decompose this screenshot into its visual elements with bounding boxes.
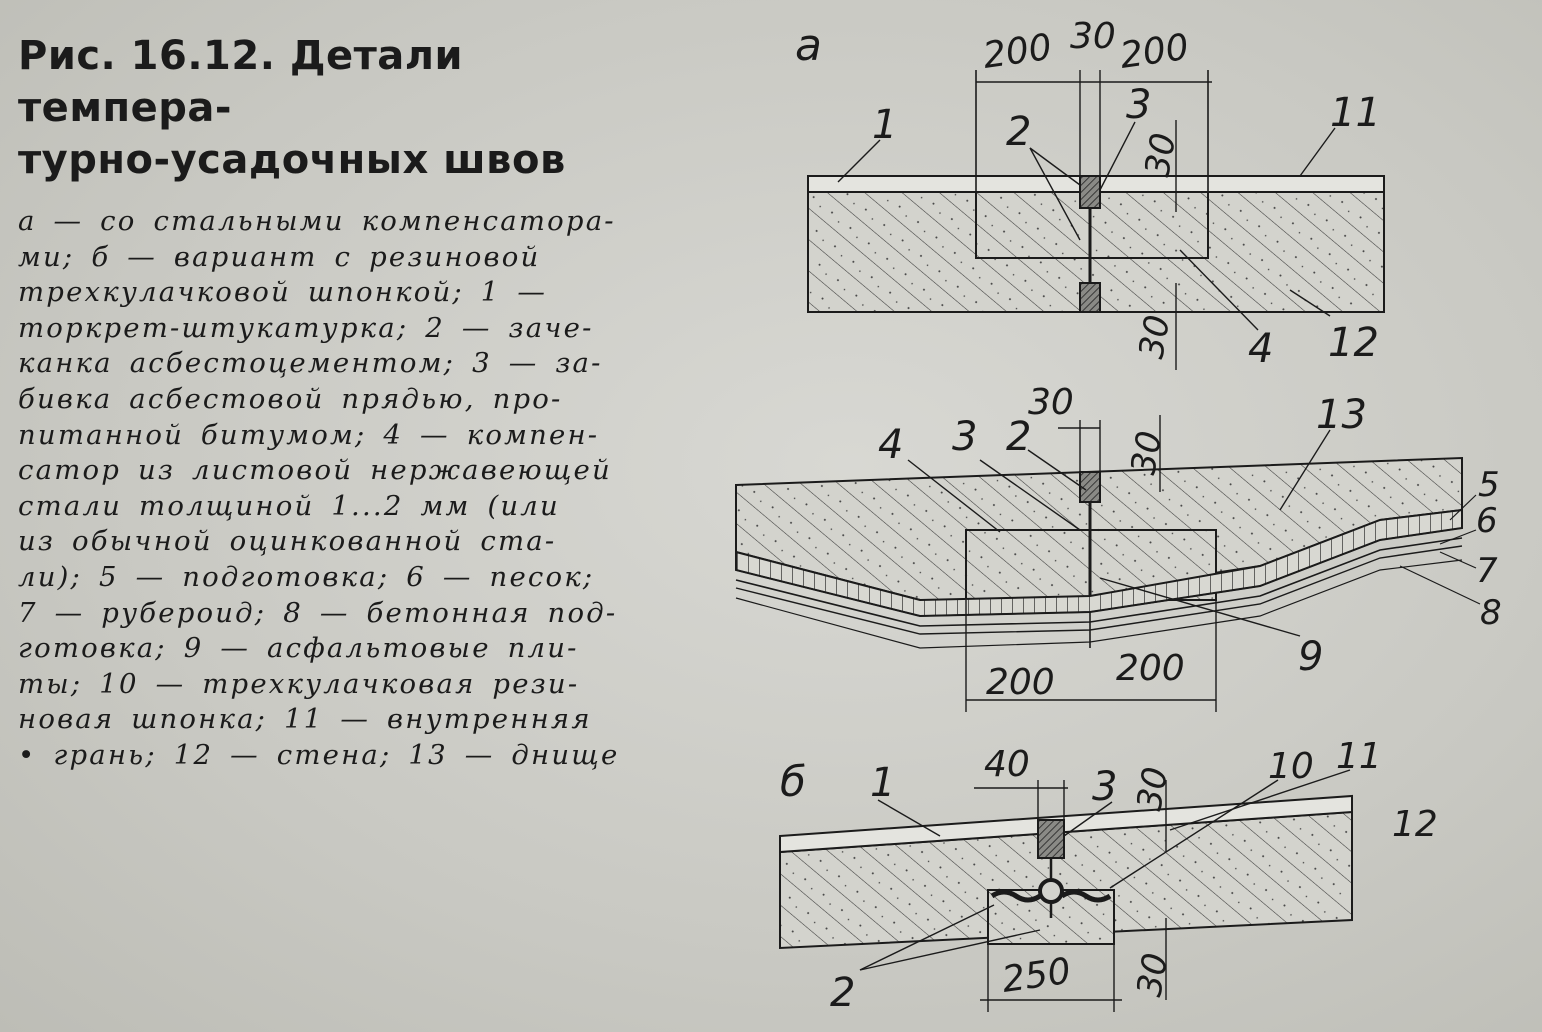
joint-fill-bottom xyxy=(1079,282,1101,313)
dim-a-200-left: 200 xyxy=(981,27,1055,77)
callout-b-1: 1 xyxy=(870,760,895,806)
dim-a-30-top: 30 xyxy=(1137,130,1184,180)
dim-floor-30-top: 30 xyxy=(1028,382,1074,423)
rubber-waterstop xyxy=(990,889,1112,903)
dim-a-200-right: 200 xyxy=(1118,27,1192,77)
dim-b-30-top: 30 xyxy=(1129,764,1176,814)
legend-line: канка асбестоцементом; 3 — за- xyxy=(18,347,603,380)
drawing-b: б 40 30 250 30 xyxy=(779,736,1438,1016)
legend-line: трехкулачковой шпонкой; 1 — xyxy=(18,276,548,309)
legend-line: готовка; 9 — асфальтовые пли- xyxy=(18,632,579,665)
joint-fill-top-b xyxy=(1037,819,1065,859)
callout-floor-13: 13 xyxy=(1316,392,1367,438)
callout-floor-3: 3 xyxy=(952,414,977,460)
callout-a-3: 3 xyxy=(1126,82,1151,128)
plaster-layer-b xyxy=(779,794,1353,854)
callout-b-2: 2 xyxy=(830,970,855,1016)
callout-b-12: 12 xyxy=(1392,804,1438,845)
legend-line: ты; 10 — трехкулачковая рези- xyxy=(18,667,580,700)
callout-b-11: 11 xyxy=(1336,736,1382,777)
callout-a-4: 4 xyxy=(1248,326,1273,372)
legend-line: торкрет-штукатурка; 2 — заче- xyxy=(18,311,594,344)
callout-b-3: 3 xyxy=(1092,764,1117,810)
legend-line: ми; б — вариант с резиновой xyxy=(18,240,541,273)
legend-line: а — со стальными компенсатора- xyxy=(18,205,616,237)
legend-line: ли); 5 — подготовка; 6 — песок; xyxy=(18,560,595,593)
dim-a-30-bottom: 30 xyxy=(1131,312,1178,362)
legend-line: из обычной оцинкованной ста- xyxy=(18,525,557,558)
callout-floor-5: 5 xyxy=(1478,465,1500,505)
dim-a-30-gap: 30 xyxy=(1070,16,1116,57)
joint-fill-top-floor xyxy=(1079,471,1101,503)
callout-floor-6: 6 xyxy=(1476,501,1498,541)
callout-a-12: 12 xyxy=(1328,320,1379,366)
legend-line: 7 — рубероид; 8 — бетонная под- xyxy=(18,596,618,629)
drawing-a-floor: 30 30 200 200 4 3 2 13 5 6 7 8 9 xyxy=(735,382,1502,712)
figure-title-line-2: турно-усадочных швов xyxy=(18,137,566,183)
callout-floor-8: 8 xyxy=(1480,593,1502,633)
callout-b-10: 10 xyxy=(1268,746,1314,787)
drawing-a-wall: а 200 30 200 30 30 xyxy=(795,16,1385,372)
legend-line: питанной битумом; 4 — компен- xyxy=(18,418,600,451)
variant-letter-a: а xyxy=(795,20,822,71)
dim-b-40: 40 xyxy=(984,744,1030,785)
figure-caption: Рис. 16.12. Детали темпера- турно-усадоч… xyxy=(18,30,678,774)
dim-floor-200-left: 200 xyxy=(986,662,1055,703)
legend-line: бивка асбестовой прядью, про- xyxy=(18,382,563,415)
legend-text: а — со стальными компенсатора- ми; б — в… xyxy=(18,204,678,774)
variant-letter-b: б xyxy=(780,757,806,806)
joint-fill-top xyxy=(1079,175,1101,209)
callout-floor-2: 2 xyxy=(1006,414,1031,460)
legend-line: • грань; 12 — стена; 13 — днище xyxy=(18,738,620,771)
legend-line: новая шпонка; 11 — внутренняя xyxy=(18,703,592,736)
dim-b-30-bottom: 30 xyxy=(1129,950,1176,1000)
callout-floor-9: 9 xyxy=(1298,634,1323,680)
callout-a-11: 11 xyxy=(1330,90,1381,136)
figure-title-line-1: Рис. 16.12. Детали темпера- xyxy=(18,33,464,131)
dim-floor-200-right: 200 xyxy=(1116,648,1185,689)
legend-line: стали толщиной 1...2 мм (или xyxy=(18,489,560,522)
callout-floor-4: 4 xyxy=(878,422,903,468)
legend-line: сатор из листовой нержавеющей xyxy=(18,454,612,487)
dim-floor-30-vert: 30 xyxy=(1123,428,1170,478)
callout-a-1: 1 xyxy=(872,102,897,148)
dim-b-250: 250 xyxy=(1000,951,1074,1001)
figure-title: Рис. 16.12. Детали темпера- турно-усадоч… xyxy=(18,30,678,186)
callout-floor-7: 7 xyxy=(1476,551,1498,591)
callout-a-2: 2 xyxy=(1006,109,1031,155)
